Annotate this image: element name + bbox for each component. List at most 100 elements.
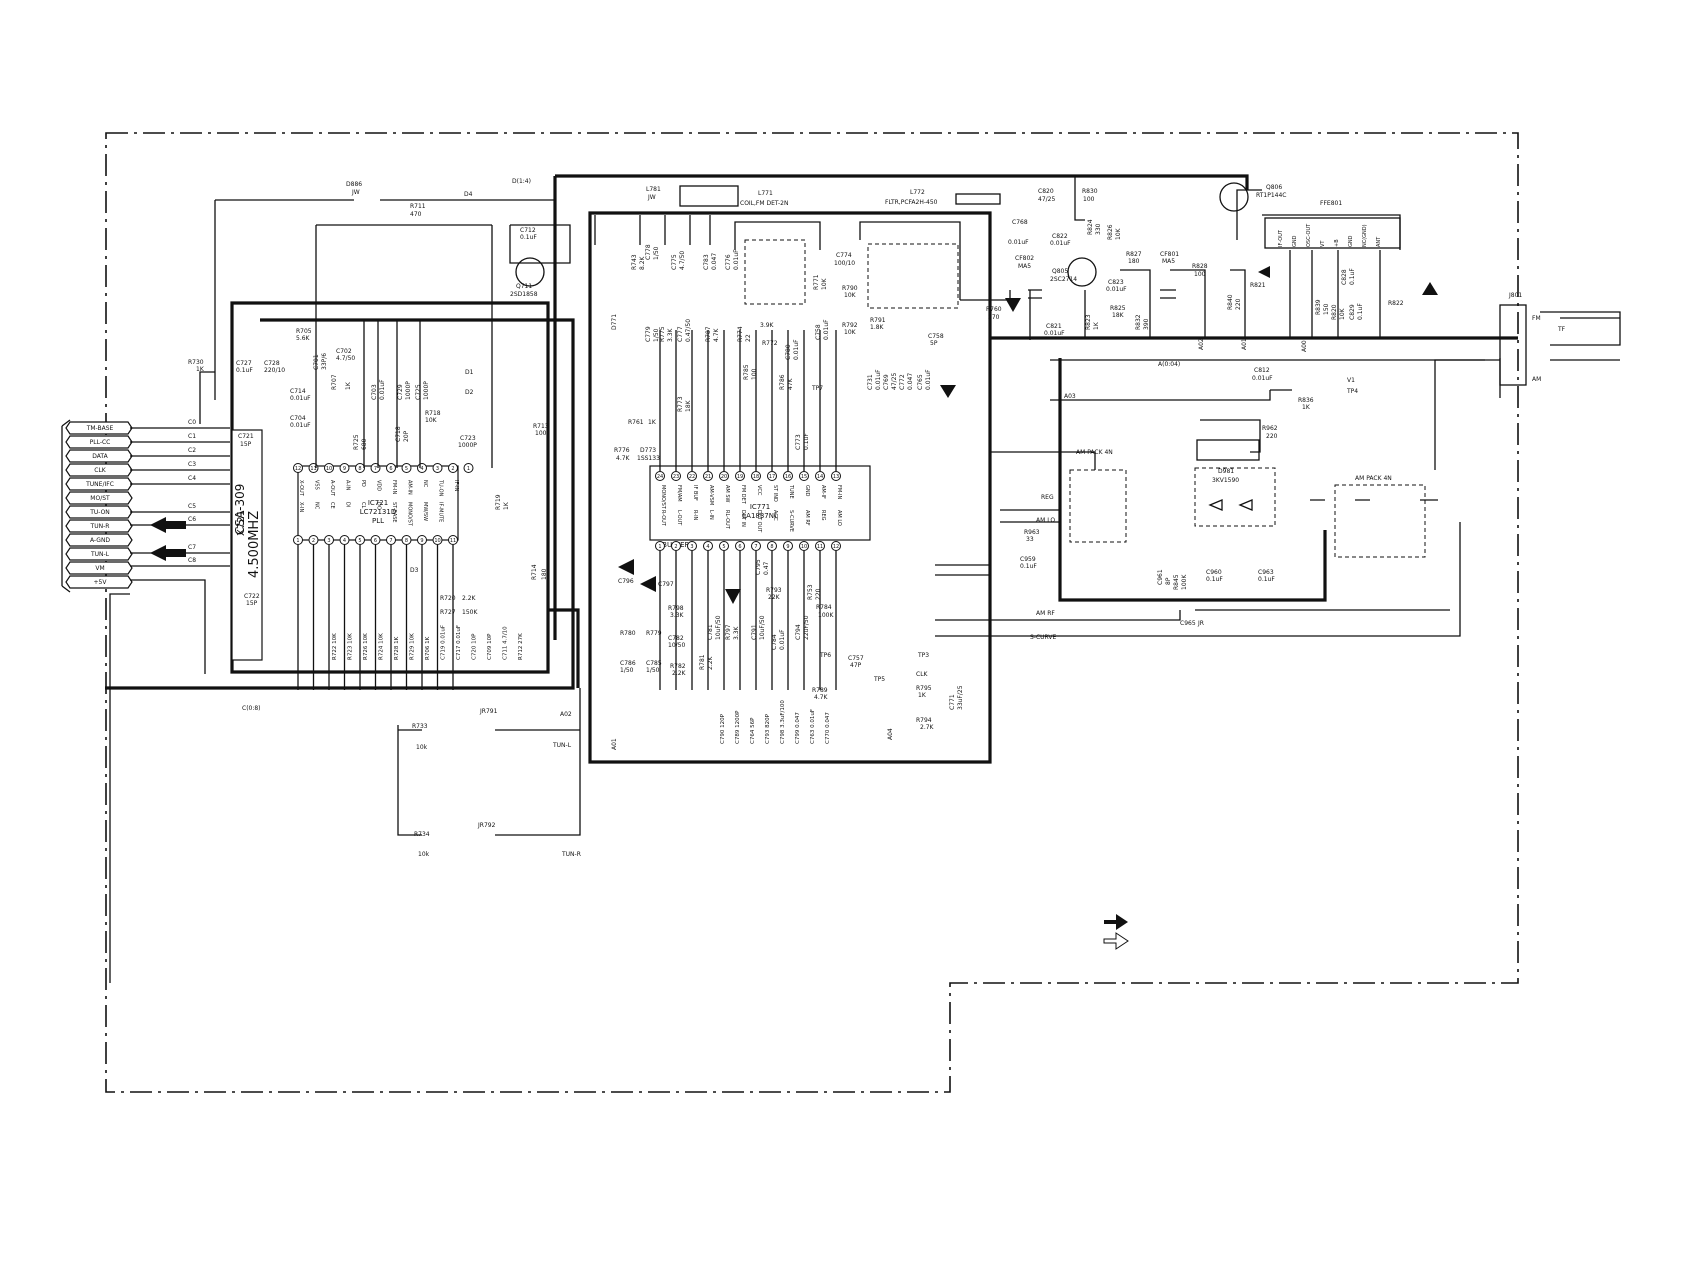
ic721-pin-label: AM-IN: [407, 480, 413, 495]
part-label-c704: C704: [290, 415, 306, 422]
cf801: [1160, 289, 1176, 299]
ampack1-box: [1069, 469, 1127, 543]
connector-block: TM-BASEPLL-CCDATACLKTUNE/IFCMO/STTU-ONTU…: [61, 419, 196, 593]
part-label-c772v: 0.047: [907, 373, 914, 390]
part-label-r781: R781: [699, 654, 706, 670]
part-label-c723v: 1000P: [458, 442, 477, 449]
q806-transistor: [1219, 182, 1249, 212]
signal-arrows: [150, 266, 1438, 950]
part-label-c823: C823: [1108, 279, 1124, 286]
ic721-body: [297, 465, 459, 541]
part-label-c723: C723: [460, 435, 476, 442]
part-label-c729: C729: [397, 384, 404, 400]
ampack2-box: [1334, 484, 1426, 558]
ic771-pin-label: DET IN: [740, 510, 746, 527]
part-label-l772: L772: [910, 189, 925, 196]
part-label-c727: C727: [236, 360, 252, 367]
connector-pin: [65, 505, 133, 519]
part-label-c959: C959: [1020, 556, 1036, 563]
part-label-r775: R775: [659, 326, 666, 342]
part-label-r828: R828: [1192, 263, 1208, 270]
part-label-r828v: 100: [1194, 271, 1206, 278]
part-label-r789v: 4.7K: [814, 694, 829, 701]
connector-pin: [65, 547, 133, 561]
ic721-pin-num: 10: [434, 538, 440, 544]
ic721-pin: [386, 463, 396, 473]
connector-pin-label: VM: [95, 565, 104, 572]
ic771-pin-num: 11: [817, 544, 823, 550]
part-label-a02: A02: [560, 711, 572, 718]
ic721-pin: [432, 535, 443, 545]
j801-jack: [1499, 304, 1527, 386]
ic721-pin: [417, 535, 427, 545]
part-label-r797v: 3.3K: [733, 625, 740, 640]
ic771-pin: [831, 471, 841, 481]
ic721-pin-num: 8: [405, 538, 408, 544]
part-label-r790v: 10K: [844, 292, 857, 299]
part-label-tf: TF: [1557, 326, 1566, 333]
ic721-bottom-part: C709 10P: [487, 633, 493, 660]
ic771-pin-num: 12: [833, 544, 839, 550]
ic771-pin: [751, 541, 761, 551]
ic721-pin: [401, 535, 412, 545]
ic721-pin: [324, 535, 334, 545]
part-label-c701v: 33P/6: [321, 353, 328, 370]
part-label-c727v: 0.1uF: [236, 367, 253, 374]
ic771-pin-label: L-OUT: [676, 510, 682, 526]
part-label-r827: R827: [1126, 251, 1142, 258]
part-label-c769v: 47/25: [891, 373, 898, 390]
part-label-r720v: 2.2K: [462, 595, 477, 602]
part-label-r836v: 1K: [1302, 404, 1311, 411]
part-label-c822: C822: [1052, 233, 1068, 240]
part-label-cf802: CF802: [1015, 255, 1034, 262]
part-label-c701: C701: [313, 354, 320, 370]
part-label-tp3: TP3: [917, 652, 929, 659]
ic721-pin-num: 4: [343, 538, 346, 544]
part-label-cf802v: MA5: [1018, 263, 1031, 270]
part-label-r760v: 270: [988, 314, 1000, 321]
part-label-c829: C829: [1349, 304, 1356, 320]
part-label-d981p: 3KV1590: [1212, 477, 1239, 484]
part-label-c721: C721: [238, 433, 254, 440]
ic771-pin-label: AM RF: [804, 510, 810, 526]
ic771-pin-label: AM SW: [724, 485, 730, 502]
part-label-c768v: 0.01uF: [1008, 239, 1029, 246]
ic721-bottom-part: R726 10K: [363, 633, 369, 660]
part-label-r711: R711: [410, 203, 426, 210]
ic721-pin-label: MONO/ST: [407, 502, 413, 527]
part-label-amrf: AM RF: [1036, 610, 1055, 617]
ic771-pin-num: 1: [658, 544, 661, 550]
part-label-r730v: 1K: [196, 366, 205, 373]
part-label-ampack2: AM PACK 4N: [1355, 475, 1392, 482]
part-label-c781: C781: [707, 624, 714, 640]
part-label-c776v: 0.01uF: [733, 249, 740, 270]
ic771-pin-label: GND: [804, 485, 810, 497]
ic771-pin: [815, 471, 825, 481]
ic721-ref: IC721: [368, 499, 388, 507]
part-label-r776v: 4.7K: [616, 455, 631, 462]
ic721-bottom-part: C720 10P: [472, 633, 478, 660]
part-label-cf801v: MA5: [1162, 258, 1175, 265]
ic721-pin-label: A-IN: [345, 480, 351, 491]
part-label-r771: R771: [813, 274, 820, 290]
part-label-d886: D886: [346, 181, 362, 188]
part-label-c774v: 100/10: [834, 260, 855, 267]
crystal-freq: 4.500MHZ: [247, 511, 262, 578]
part-label-r782v: 2.2K: [672, 670, 687, 677]
part-label-tunl: TUN-L: [552, 742, 572, 749]
ic771-pin-num: 5: [722, 544, 725, 550]
part-label-r776: R776: [614, 447, 630, 454]
part-label-r761: R761: [628, 419, 644, 426]
part-label-r714v: 180: [541, 568, 548, 580]
connector-pin: [65, 477, 133, 491]
part-label-scurve: S-CURVE: [1030, 634, 1057, 641]
part-label-c775v: 4.7/50: [679, 251, 686, 270]
ic721-pin-label: X-OUT: [298, 480, 304, 497]
ic771-pin-num: 8: [770, 544, 773, 550]
part-label-a01: A01: [1241, 338, 1248, 350]
arrow-det: [940, 385, 956, 398]
part-label-r825v: 18K: [1112, 312, 1125, 319]
connector-pin: [65, 463, 133, 477]
connector-pin: [65, 533, 133, 547]
ffe801-pin-label: IF-OUT: [1278, 229, 1284, 247]
